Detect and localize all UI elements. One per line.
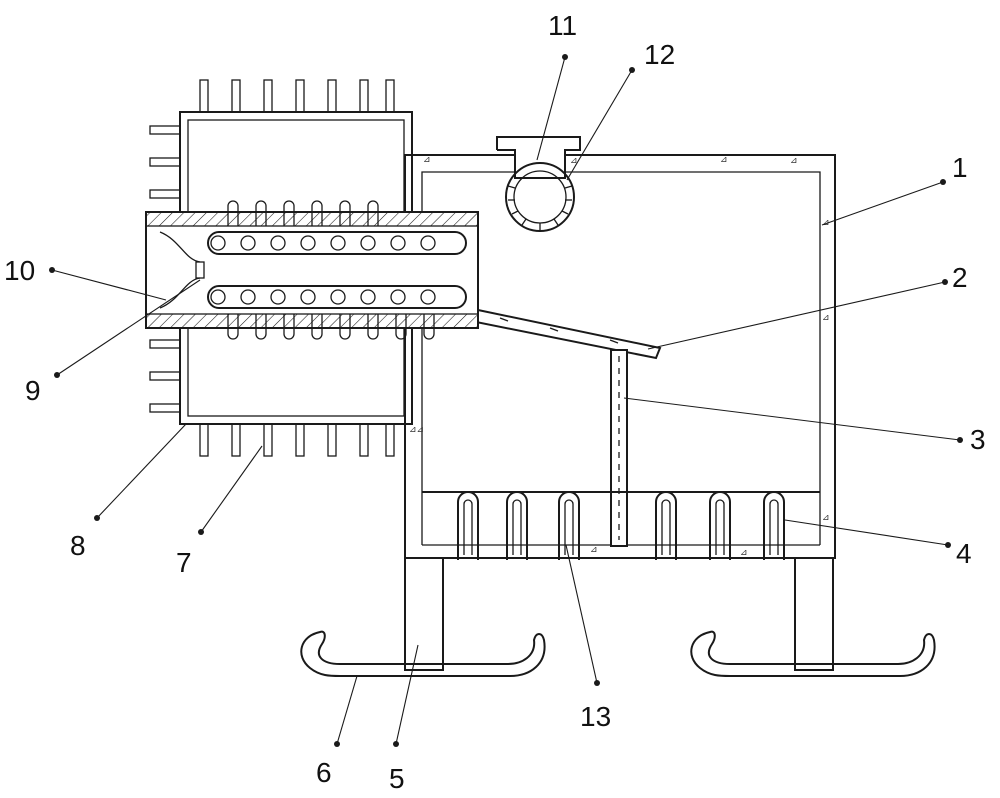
callout-labels: 1 2 3 4 5 6 7 8 9 10 11 12 13 bbox=[4, 10, 986, 794]
callout-9: 9 bbox=[25, 375, 41, 406]
leader-lines bbox=[51, 56, 961, 745]
svg-text:⊿: ⊿ bbox=[822, 512, 830, 522]
inclined-plate bbox=[474, 308, 662, 360]
callout-8: 8 bbox=[70, 530, 86, 561]
leader-dots bbox=[49, 54, 963, 747]
svg-text:⊿: ⊿ bbox=[822, 217, 830, 227]
coil-loops-lower bbox=[210, 289, 436, 305]
callout-13: 13 bbox=[580, 701, 611, 732]
svg-text:⊿: ⊿ bbox=[590, 544, 598, 554]
callout-12: 12 bbox=[644, 39, 675, 70]
svg-text:⊿: ⊿ bbox=[720, 154, 728, 164]
coil-loops-upper bbox=[210, 235, 436, 251]
callout-10: 10 bbox=[4, 255, 35, 286]
coil-fins bbox=[227, 200, 435, 340]
callout-1: 1 bbox=[952, 152, 968, 183]
svg-text:⊿: ⊿ bbox=[822, 312, 830, 322]
ring-pipe bbox=[505, 162, 575, 232]
callout-5: 5 bbox=[389, 763, 405, 794]
u-tubes bbox=[457, 491, 785, 560]
inlet-fitting bbox=[496, 136, 581, 179]
support-column bbox=[610, 349, 628, 547]
bottom-fins bbox=[199, 423, 395, 457]
legs bbox=[404, 557, 834, 671]
svg-text:⊿: ⊿ bbox=[790, 155, 798, 165]
svg-text:⊿: ⊿ bbox=[423, 154, 431, 164]
callout-4: 4 bbox=[956, 538, 972, 569]
heat-exchange-duct bbox=[145, 200, 479, 340]
svg-text:⊿⊿: ⊿⊿ bbox=[409, 424, 424, 434]
callout-2: 2 bbox=[952, 262, 968, 293]
skids bbox=[300, 630, 936, 677]
left-fins bbox=[149, 125, 181, 413]
callout-6: 6 bbox=[316, 757, 332, 788]
callout-7: 7 bbox=[176, 547, 192, 578]
top-fins bbox=[199, 79, 395, 113]
svg-text:⊿: ⊿ bbox=[740, 547, 748, 557]
callout-11: 11 bbox=[548, 10, 577, 41]
svg-text:⊿: ⊿ bbox=[570, 155, 578, 165]
callout-3: 3 bbox=[970, 424, 986, 455]
